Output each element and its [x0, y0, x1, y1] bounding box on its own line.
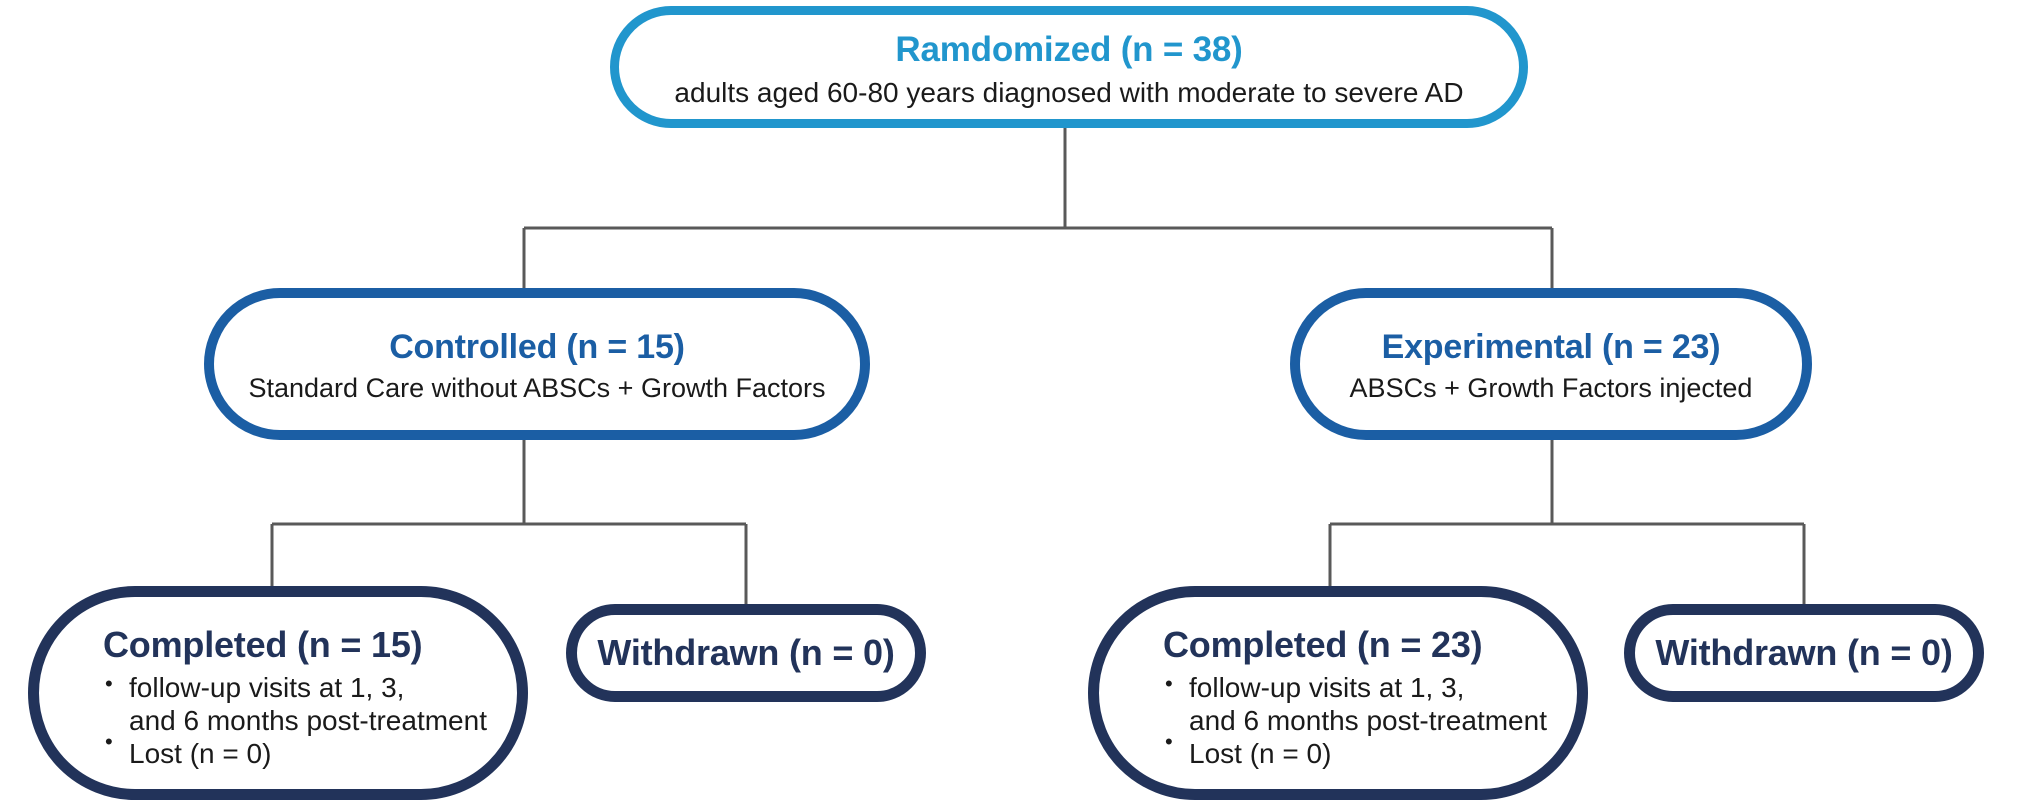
bullet-lost: Lost (n = 0)	[103, 725, 487, 770]
node-controlled-completed-title: Completed (n = 15)	[103, 624, 423, 665]
node-experimental-completed-bullets: follow-up visits at 1, 3, and 6 months p…	[1163, 667, 1547, 770]
node-experimental-completed-title: Completed (n = 23)	[1163, 624, 1483, 665]
node-controlled-subtitle: Standard Care without ABSCs + Growth Fac…	[248, 373, 826, 403]
node-controlled-completed: Completed (n = 15) follow-up visits at 1…	[28, 586, 528, 800]
node-experimental-withdrawn-title: Withdrawn (n = 0)	[1655, 632, 1953, 673]
node-experimental-withdrawn: Withdrawn (n = 0)	[1624, 604, 1984, 702]
bullet-followup-line1: follow-up visits at 1, 3,	[1189, 672, 1465, 703]
node-controlled-withdrawn: Withdrawn (n = 0)	[566, 604, 926, 702]
node-experimental-title: Experimental (n = 23)	[1381, 328, 1721, 366]
node-experimental: Experimental (n = 23) ABSCs + Growth Fac…	[1290, 288, 1812, 440]
node-experimental-completed: Completed (n = 23) follow-up visits at 1…	[1088, 586, 1588, 800]
node-experimental-subtitle: ABSCs + Growth Factors injected	[1349, 373, 1753, 403]
bullet-followup-line2: and 6 months post-treatment	[129, 705, 487, 736]
node-randomized-title: Ramdomized (n = 38)	[895, 30, 1243, 69]
node-controlled-completed-bullets: follow-up visits at 1, 3, and 6 months p…	[103, 667, 487, 770]
node-controlled-title: Controlled (n = 15)	[389, 328, 685, 366]
node-controlled: Controlled (n = 15) Standard Care withou…	[204, 288, 870, 440]
bullet-followup: follow-up visits at 1, 3, and 6 months p…	[1163, 667, 1547, 737]
bullet-followup-line2: and 6 months post-treatment	[1189, 705, 1547, 736]
node-randomized: Ramdomized (n = 38) adults aged 60-80 ye…	[610, 6, 1528, 128]
node-controlled-withdrawn-title: Withdrawn (n = 0)	[597, 632, 895, 673]
node-randomized-subtitle: adults aged 60-80 years diagnosed with m…	[674, 77, 1464, 108]
bullet-followup-line1: follow-up visits at 1, 3,	[129, 672, 405, 703]
bullet-lost: Lost (n = 0)	[1163, 725, 1547, 770]
bullet-followup: follow-up visits at 1, 3, and 6 months p…	[103, 667, 487, 737]
